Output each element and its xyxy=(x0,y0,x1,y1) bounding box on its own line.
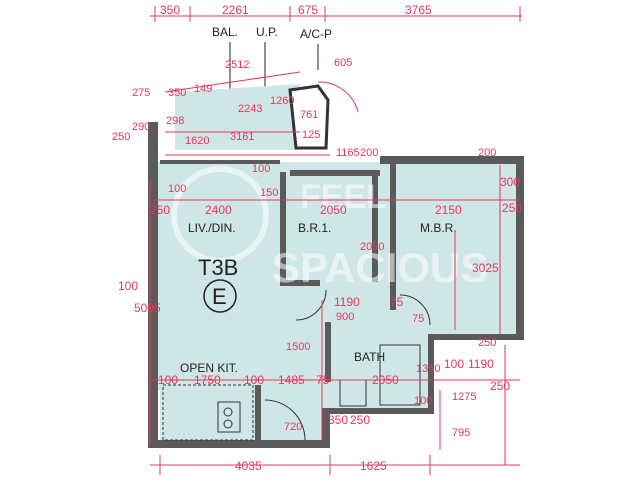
unit-type: T3B xyxy=(198,255,238,280)
dim-top-3: 675 xyxy=(298,3,318,17)
dim-2512: 2512 xyxy=(225,59,249,71)
dim-3161: 3161 xyxy=(230,131,254,143)
dim-2150: 2150 xyxy=(435,203,462,217)
watermark-line2: SPACIOUS xyxy=(272,244,488,291)
burner-icon xyxy=(223,407,233,417)
room-living: LIV./DIN. xyxy=(188,221,236,235)
dim-250-left: 250 xyxy=(150,203,170,217)
dim-1275: 1275 xyxy=(452,391,476,403)
dim-1750: 1750 xyxy=(194,373,221,387)
dim-2050: 2050 xyxy=(320,203,347,217)
dim-100-a: 100 xyxy=(252,163,270,175)
shower-area xyxy=(379,344,421,406)
dim-2050-b: 2050 xyxy=(372,373,399,387)
dim-250-b: 250 xyxy=(502,201,522,215)
dim-1190-a: 1190 xyxy=(334,295,360,309)
dim-250-c: 250 xyxy=(478,337,496,349)
dim-795: 795 xyxy=(452,427,470,439)
dim-150: 150 xyxy=(260,187,278,199)
dim-1165: 1165 xyxy=(336,147,360,159)
dim-bottom-1: 4035 xyxy=(235,459,262,473)
stove xyxy=(217,401,241,433)
label-ac-platform: A/C-P xyxy=(300,27,332,41)
dim-top-2: 2261 xyxy=(222,3,249,17)
dim-200-b: 200 xyxy=(478,147,496,159)
dim-300: 300 xyxy=(500,175,520,189)
dim-100-f: 100 xyxy=(444,357,464,371)
door-master xyxy=(399,294,431,326)
dim-75-c: 75 xyxy=(316,373,330,387)
dim-250-e: 250 xyxy=(350,413,370,427)
dim-3025: 3025 xyxy=(472,261,499,275)
dim-100-b: 100 xyxy=(168,183,186,195)
dim-5095: 5095 xyxy=(134,301,161,315)
dim-1260: 1260 xyxy=(270,95,294,107)
dimension-lines xyxy=(149,71,520,475)
dim-605: 605 xyxy=(334,57,352,69)
dim-298: 298 xyxy=(166,115,184,127)
top-dimension-chain: 350 2261 675 3765 xyxy=(150,3,522,22)
watermark-logo-icon xyxy=(171,166,269,264)
dim-900: 900 xyxy=(336,311,354,323)
dim-100-g: 100 xyxy=(414,395,432,407)
balcony-area xyxy=(175,84,302,150)
dim-149: 149 xyxy=(194,83,212,95)
dim-100-c: 100 xyxy=(118,279,138,293)
burner-icon xyxy=(223,419,233,429)
dim-bottom-2: 1625 xyxy=(360,459,387,473)
dim-275: 275 xyxy=(132,87,150,99)
dim-350: 350 xyxy=(168,87,186,99)
dim-1190-b: 1190 xyxy=(468,357,494,371)
door-bedroom1 xyxy=(295,289,327,321)
dim-2243: 2243 xyxy=(238,103,262,115)
dim-200-a: 200 xyxy=(360,147,378,159)
dim-250-a: 250 xyxy=(112,131,130,143)
dim-720: 720 xyxy=(284,421,302,433)
room-bedroom1: B.R.1. xyxy=(298,221,331,235)
dim-250-d: 250 xyxy=(490,379,510,393)
dim-1500: 1500 xyxy=(286,341,310,353)
room-bath: BATH xyxy=(354,350,385,364)
walls xyxy=(148,122,524,448)
room-kitchen: OPEN KIT. xyxy=(180,361,238,375)
dim-1485: 1485 xyxy=(278,373,305,387)
label-utility: U.P. xyxy=(256,25,278,39)
dim-100-d: 100 xyxy=(158,373,178,387)
dim-1620: 1620 xyxy=(185,135,209,147)
dim-290: 290 xyxy=(132,121,150,133)
flat-circle xyxy=(203,279,237,313)
dim-2050-v: 2050 xyxy=(360,241,384,253)
watermark-line1: FEEL xyxy=(300,178,387,216)
label-balcony: BAL. xyxy=(212,25,238,39)
dim-761: 761 xyxy=(300,109,318,121)
dim-75-b: 75 xyxy=(412,313,424,325)
room-master: M.B.R. xyxy=(420,221,457,235)
dim-1350: 1350 xyxy=(416,363,440,375)
flat-letter: E xyxy=(212,284,227,309)
dim-350-b: 350 xyxy=(328,413,348,427)
dim-2400: 2400 xyxy=(205,203,232,217)
kitchen-counter xyxy=(162,384,254,441)
dim-75-a: 75 xyxy=(390,295,404,309)
door-main xyxy=(264,399,306,441)
dim-125: 125 xyxy=(302,129,320,141)
dim-top-4: 3765 xyxy=(405,3,432,17)
dim-100-e: 100 xyxy=(244,373,264,387)
dim-top-1: 350 xyxy=(160,3,180,17)
